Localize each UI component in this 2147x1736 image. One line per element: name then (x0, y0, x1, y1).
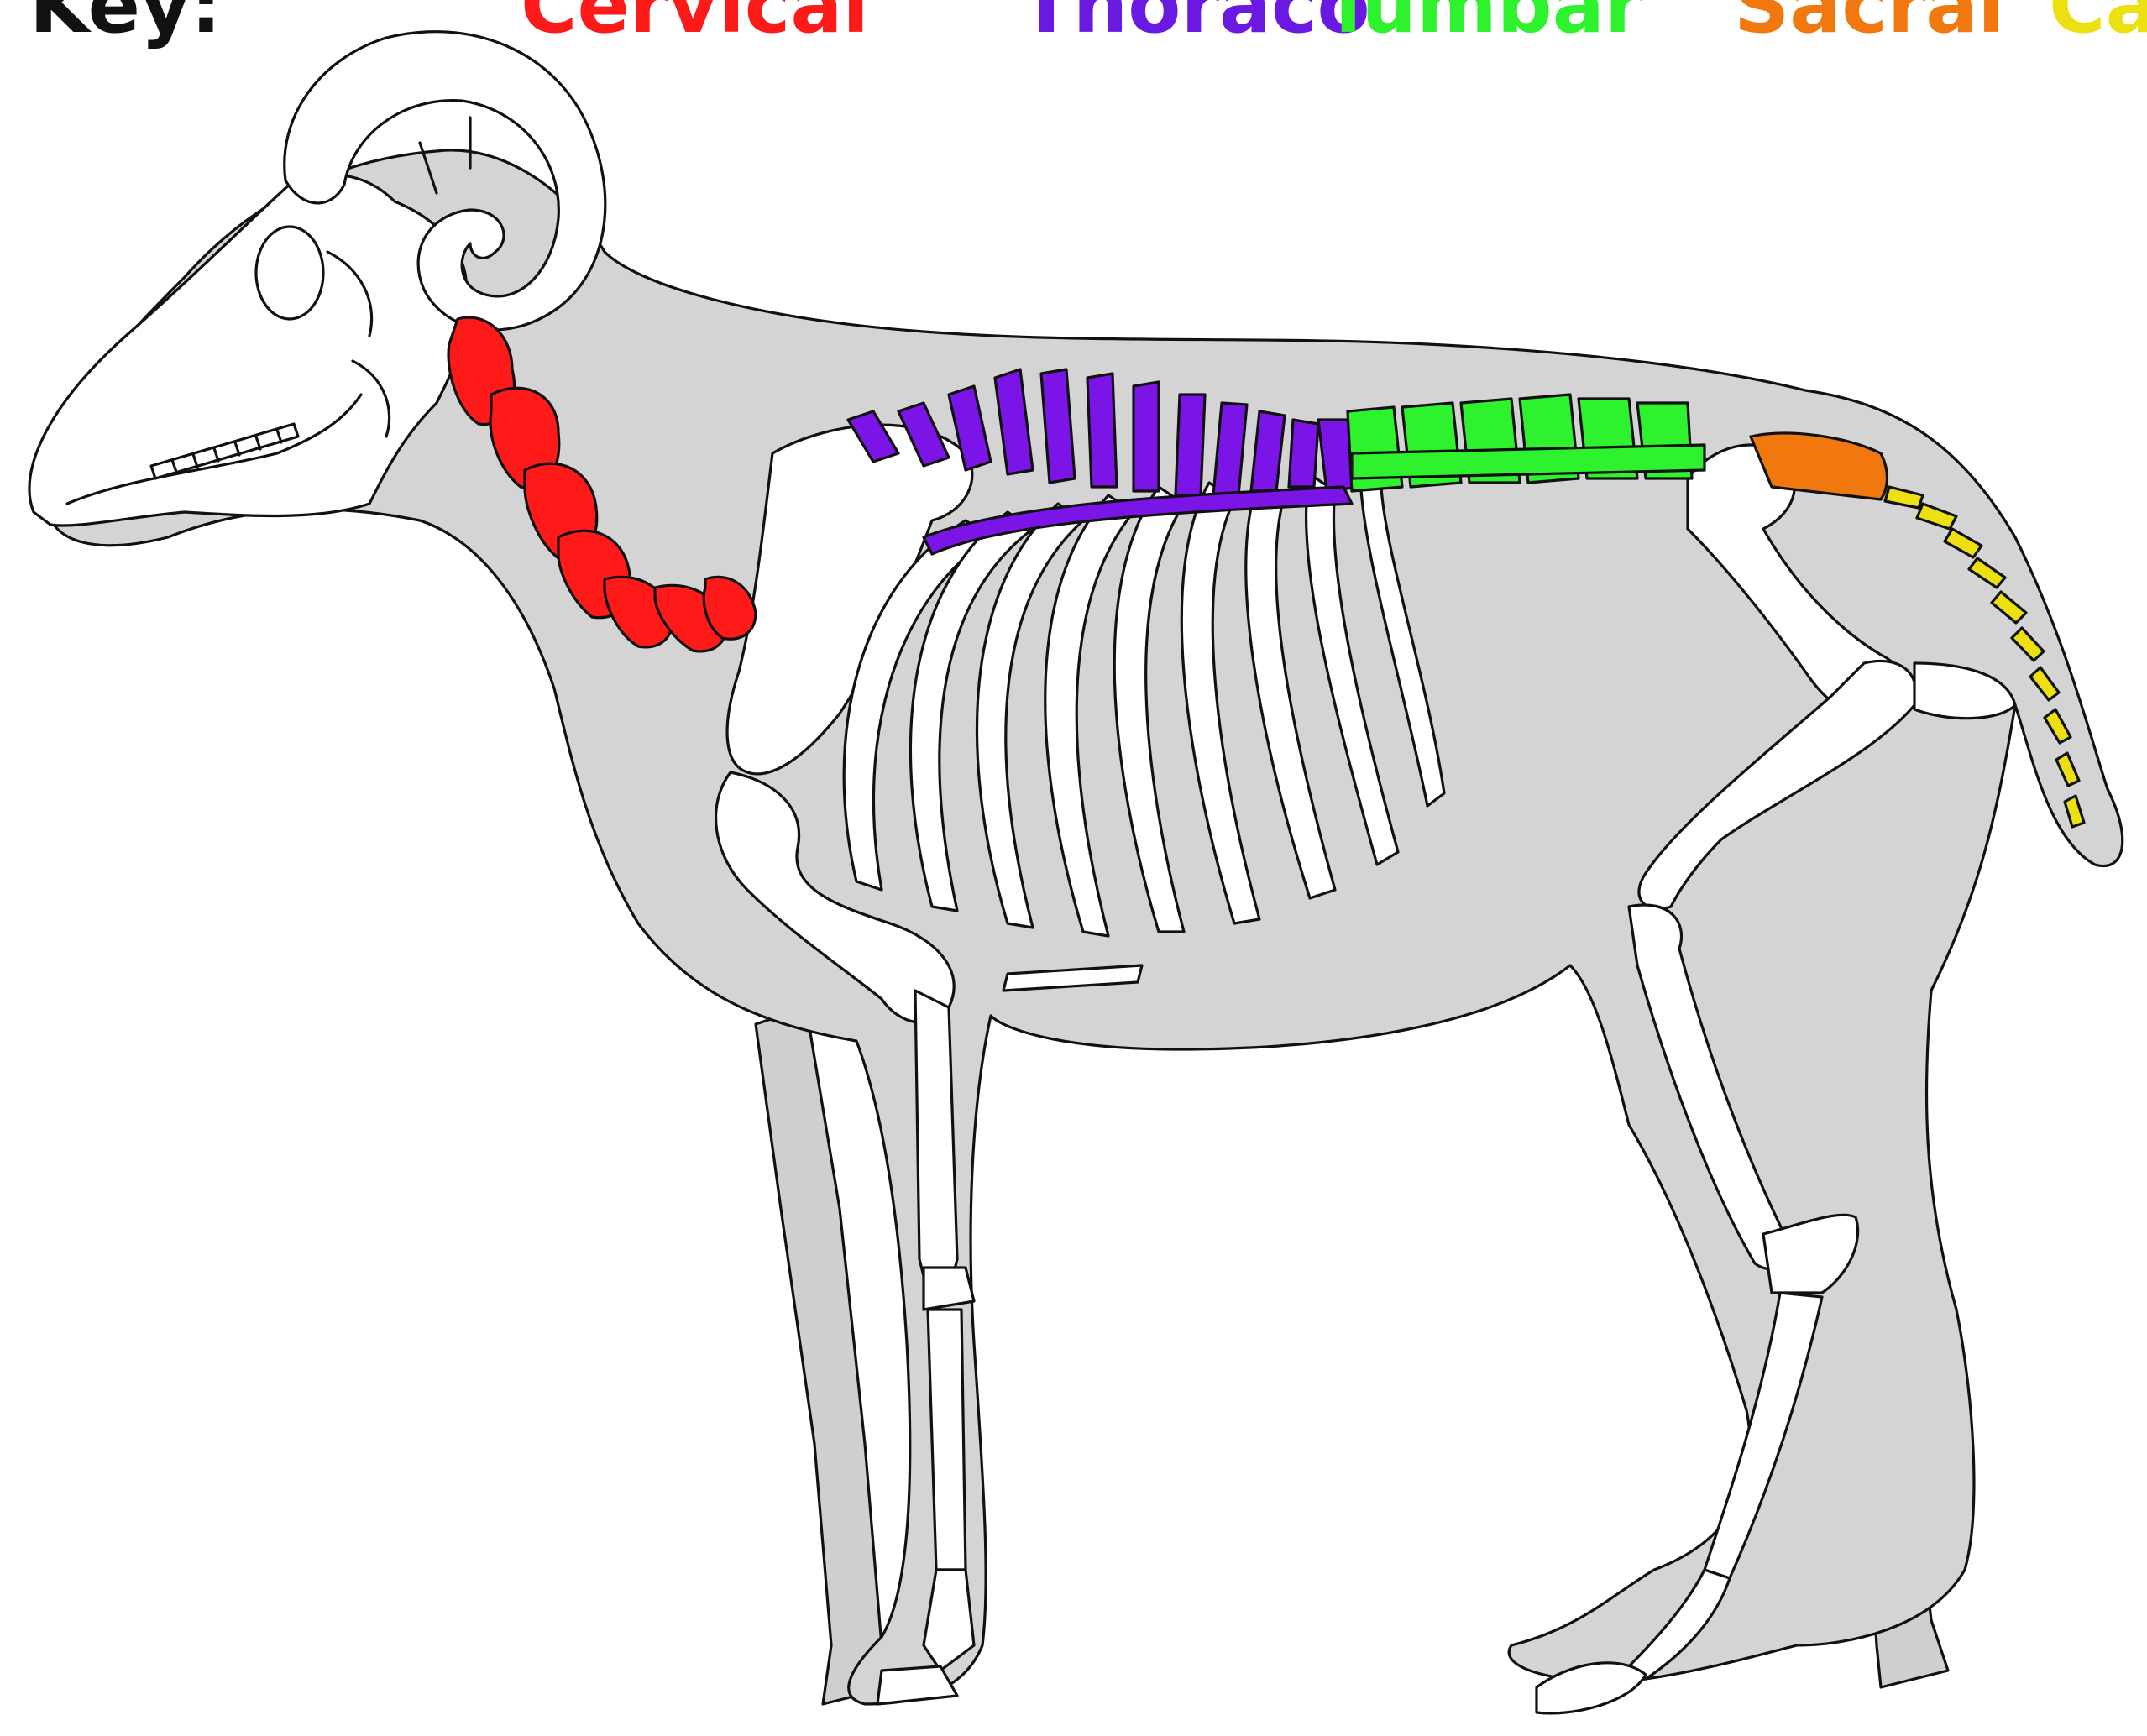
thoracic-vertebra (1176, 395, 1205, 495)
key-legend: Key: Cervical Thoraco lumbar Sacral Ca (29, 0, 2147, 50)
key-lumbar: lumbar (1335, 0, 1643, 50)
carpals (924, 1268, 974, 1310)
key-sacral: Sacral (1734, 0, 2004, 50)
eye-socket (256, 227, 323, 319)
thoracic-vertebra (1134, 382, 1159, 491)
radius (915, 991, 957, 1276)
key-cervical: Cervical (521, 0, 869, 50)
thoracic-vertebra (1289, 420, 1318, 487)
key-caudal: Ca (2049, 0, 2147, 50)
key-label: Key: (29, 0, 222, 50)
thoracic-vertebra (1087, 374, 1117, 487)
key-thoracic: Thoraco (1020, 0, 1370, 50)
far-front-leg (756, 1007, 890, 1704)
